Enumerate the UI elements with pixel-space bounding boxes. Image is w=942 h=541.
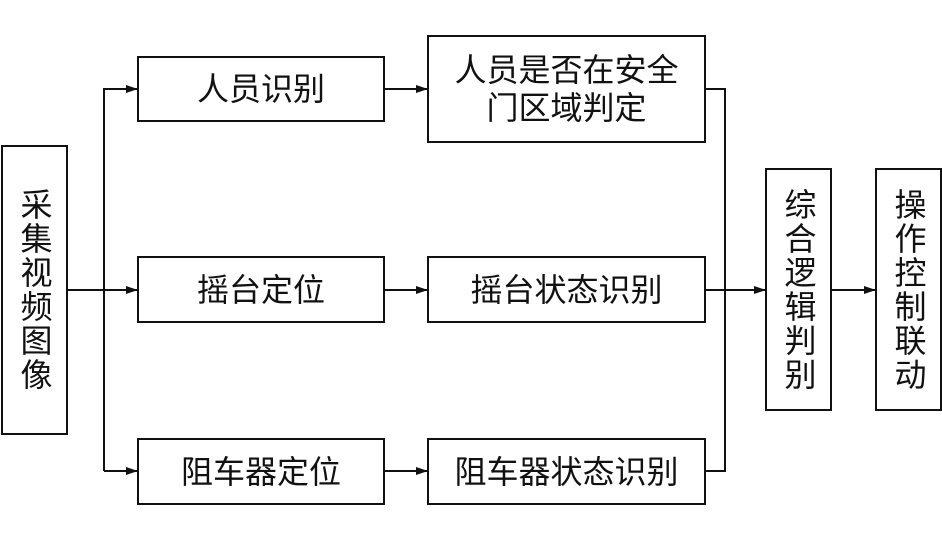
platform-locate-box: 摇台定位	[137, 256, 385, 323]
stopper-state-box: 阻车器状态识别	[427, 438, 706, 505]
person-zone-judge-box: 人员是否在安全 门区域判定	[427, 35, 706, 143]
platform-state-label: 摇台状态识别	[470, 270, 663, 309]
person-detect-box: 人员识别	[137, 56, 385, 122]
stopper-locate-box: 阻车器定位	[137, 438, 385, 505]
stopper-state-label: 阻车器状态识别	[454, 452, 679, 491]
output-box: 操作控制联动	[875, 168, 942, 411]
person-zone-judge-label: 人员是否在安全 门区域判定	[454, 51, 679, 127]
logic-label: 综合逻辑判别	[779, 187, 818, 392]
input-label: 采集视频图像	[15, 188, 54, 392]
input-box: 采集视频图像	[1, 145, 68, 435]
platform-state-box: 摇台状态识别	[427, 256, 706, 323]
platform-locate-label: 摇台定位	[196, 270, 325, 309]
person-detect-label: 人员识别	[196, 70, 325, 108]
output-label: 操作控制联动	[889, 187, 928, 392]
stopper-locate-label: 阻车器定位	[180, 452, 341, 491]
logic-box: 综合逻辑判别	[765, 168, 832, 411]
